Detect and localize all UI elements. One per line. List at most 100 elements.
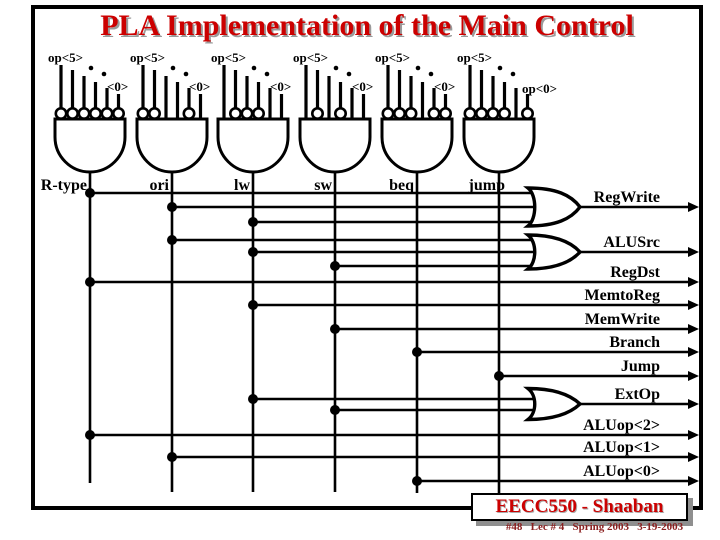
output-row-ALUop<2>: ALUop<2>: [85, 417, 699, 440]
gate-name-label: beq: [389, 177, 414, 194]
arrowhead-ExtOp: [688, 399, 699, 409]
gate-input-bottom-label: <0>: [189, 79, 210, 94]
invert-bubble: [310, 107, 324, 121]
ellipsis-dot: [264, 71, 270, 77]
footer-course-label: EECC550 - Shaaban: [495, 496, 664, 517]
invert-bubble: [66, 107, 80, 121]
output-row-MemWrite: MemWrite: [330, 311, 699, 334]
invert-bubble: [333, 107, 347, 121]
ellipsis-dot: [101, 71, 107, 77]
signal-label-Jump: Jump: [621, 358, 660, 375]
arrowhead-ALUSrc: [688, 247, 699, 257]
invert-bubble: [404, 107, 418, 121]
ellipsis-dot: [510, 71, 516, 77]
and-gate-lw: op<5> <0> lw: [211, 50, 291, 492]
invert-bubble: [474, 107, 488, 121]
ellipsis-dot: [497, 65, 503, 71]
signal-label-RegWrite: RegWrite: [594, 189, 660, 206]
ellipsis-dot: [346, 71, 352, 77]
and-gate-R-type: op<5><0>R-type: [41, 50, 128, 483]
gate-name-label: jump: [468, 177, 506, 194]
and-gate-beq: op<5> <0> beq: [375, 50, 455, 493]
invert-bubble: [136, 107, 150, 121]
invert-bubble: [100, 107, 114, 121]
invert-bubble: [240, 107, 254, 121]
and-gate-ori: op<5> <0> ori: [130, 50, 210, 492]
invert-bubble: [77, 107, 91, 121]
invert-bubble: [252, 107, 266, 121]
ellipsis-dot: [251, 65, 257, 71]
ellipsis-dot: [415, 65, 421, 71]
gate-input-bottom-label: op<0>: [522, 81, 557, 96]
output-row-Jump: Jump: [494, 358, 699, 381]
and-gate-body: [380, 117, 454, 174]
footer-lecture-info: #48 Lec # 4 Spring 2003 3-19-2003: [505, 521, 684, 533]
arrowhead-ALUop<1>: [688, 452, 699, 462]
signal-label-RegDst: RegDst: [610, 264, 660, 281]
invert-bubble: [229, 107, 243, 121]
arrowhead-Jump: [688, 371, 699, 381]
invert-bubble: [54, 107, 68, 121]
arrowhead-MemWrite: [688, 324, 699, 334]
arrowhead-MemtoReg: [688, 300, 699, 310]
slide-title: PLA Implementation of the Main Control: [100, 9, 634, 42]
ellipsis-dot: [183, 71, 189, 77]
output-row-Branch: Branch: [412, 334, 699, 357]
signal-label-ALUop<2>: ALUop<2>: [583, 417, 660, 434]
invert-bubble: [381, 107, 395, 121]
and-gate-body: [135, 117, 209, 174]
and-gate-body: [216, 117, 290, 174]
invert-bubble: [463, 107, 477, 121]
invert-bubble: [438, 107, 452, 121]
invert-bubble: [497, 107, 511, 121]
gate-input-top-label: op<5>: [48, 50, 83, 65]
output-row-ALUop<1>: ALUop<1>: [167, 439, 699, 462]
gate-name-label: ori: [149, 177, 169, 194]
ellipsis-dot: [170, 65, 176, 71]
invert-bubble: [520, 107, 534, 121]
signal-label-ExtOp: ExtOp: [615, 386, 660, 403]
signal-label-MemWrite: MemWrite: [585, 311, 660, 328]
and-gate-jump: op<5>op<0>jump: [457, 50, 557, 497]
and-gate-body: [462, 117, 536, 174]
signal-label-ALUSrc: ALUSrc: [603, 234, 660, 251]
gate-input-top-label: op<5>: [293, 50, 328, 65]
slide-border: [31, 5, 703, 510]
or-gate-ExtOp: [523, 386, 583, 422]
and-gate-body: [53, 117, 127, 174]
output-row-RegDst: RegDst: [85, 264, 699, 287]
invert-bubble: [89, 107, 103, 121]
and-gate-sw: op<5><0>sw: [293, 50, 373, 492]
output-row-ExtOp: ExtOp: [248, 386, 699, 422]
gate-input-bottom-label: <0>: [434, 79, 455, 94]
invert-bubble: [392, 107, 406, 121]
signal-label-MemtoReg: MemtoReg: [584, 287, 660, 304]
invert-bubble: [427, 107, 441, 121]
ellipsis-dot: [333, 65, 339, 71]
arrowhead-RegDst: [688, 277, 699, 287]
gate-input-bottom-label: <0>: [107, 79, 128, 94]
ellipsis-dot: [88, 65, 94, 71]
gate-input-top-label: op<5>: [130, 50, 165, 65]
arrowhead-ALUop<0>: [688, 476, 699, 486]
gate-name-label: lw: [234, 177, 250, 194]
or-gate-ALUSrc: [523, 233, 583, 271]
invert-bubble: [112, 107, 126, 121]
arrowhead-ALUop<2>: [688, 430, 699, 440]
ellipsis-dot: [428, 71, 434, 77]
output-row-ALUSrc: ALUSrc: [167, 233, 699, 271]
invert-bubble: [486, 107, 500, 121]
invert-bubble: [148, 107, 162, 121]
arrowhead-RegWrite: [688, 202, 699, 212]
signal-label-ALUop<1>: ALUop<1>: [583, 439, 660, 456]
gate-input-bottom-label: <0>: [270, 79, 291, 94]
footer-course-box: EECC550 - Shaaban: [471, 493, 688, 521]
signal-label-Branch: Branch: [609, 334, 660, 351]
gate-input-top-label: op<5>: [375, 50, 410, 65]
invert-bubble: [182, 107, 196, 121]
signal-label-ALUop<0>: ALUop<0>: [583, 463, 660, 480]
arrowhead-Branch: [688, 347, 699, 357]
gate-input-top-label: op<5>: [211, 50, 246, 65]
output-row-RegWrite: RegWrite: [85, 186, 699, 228]
